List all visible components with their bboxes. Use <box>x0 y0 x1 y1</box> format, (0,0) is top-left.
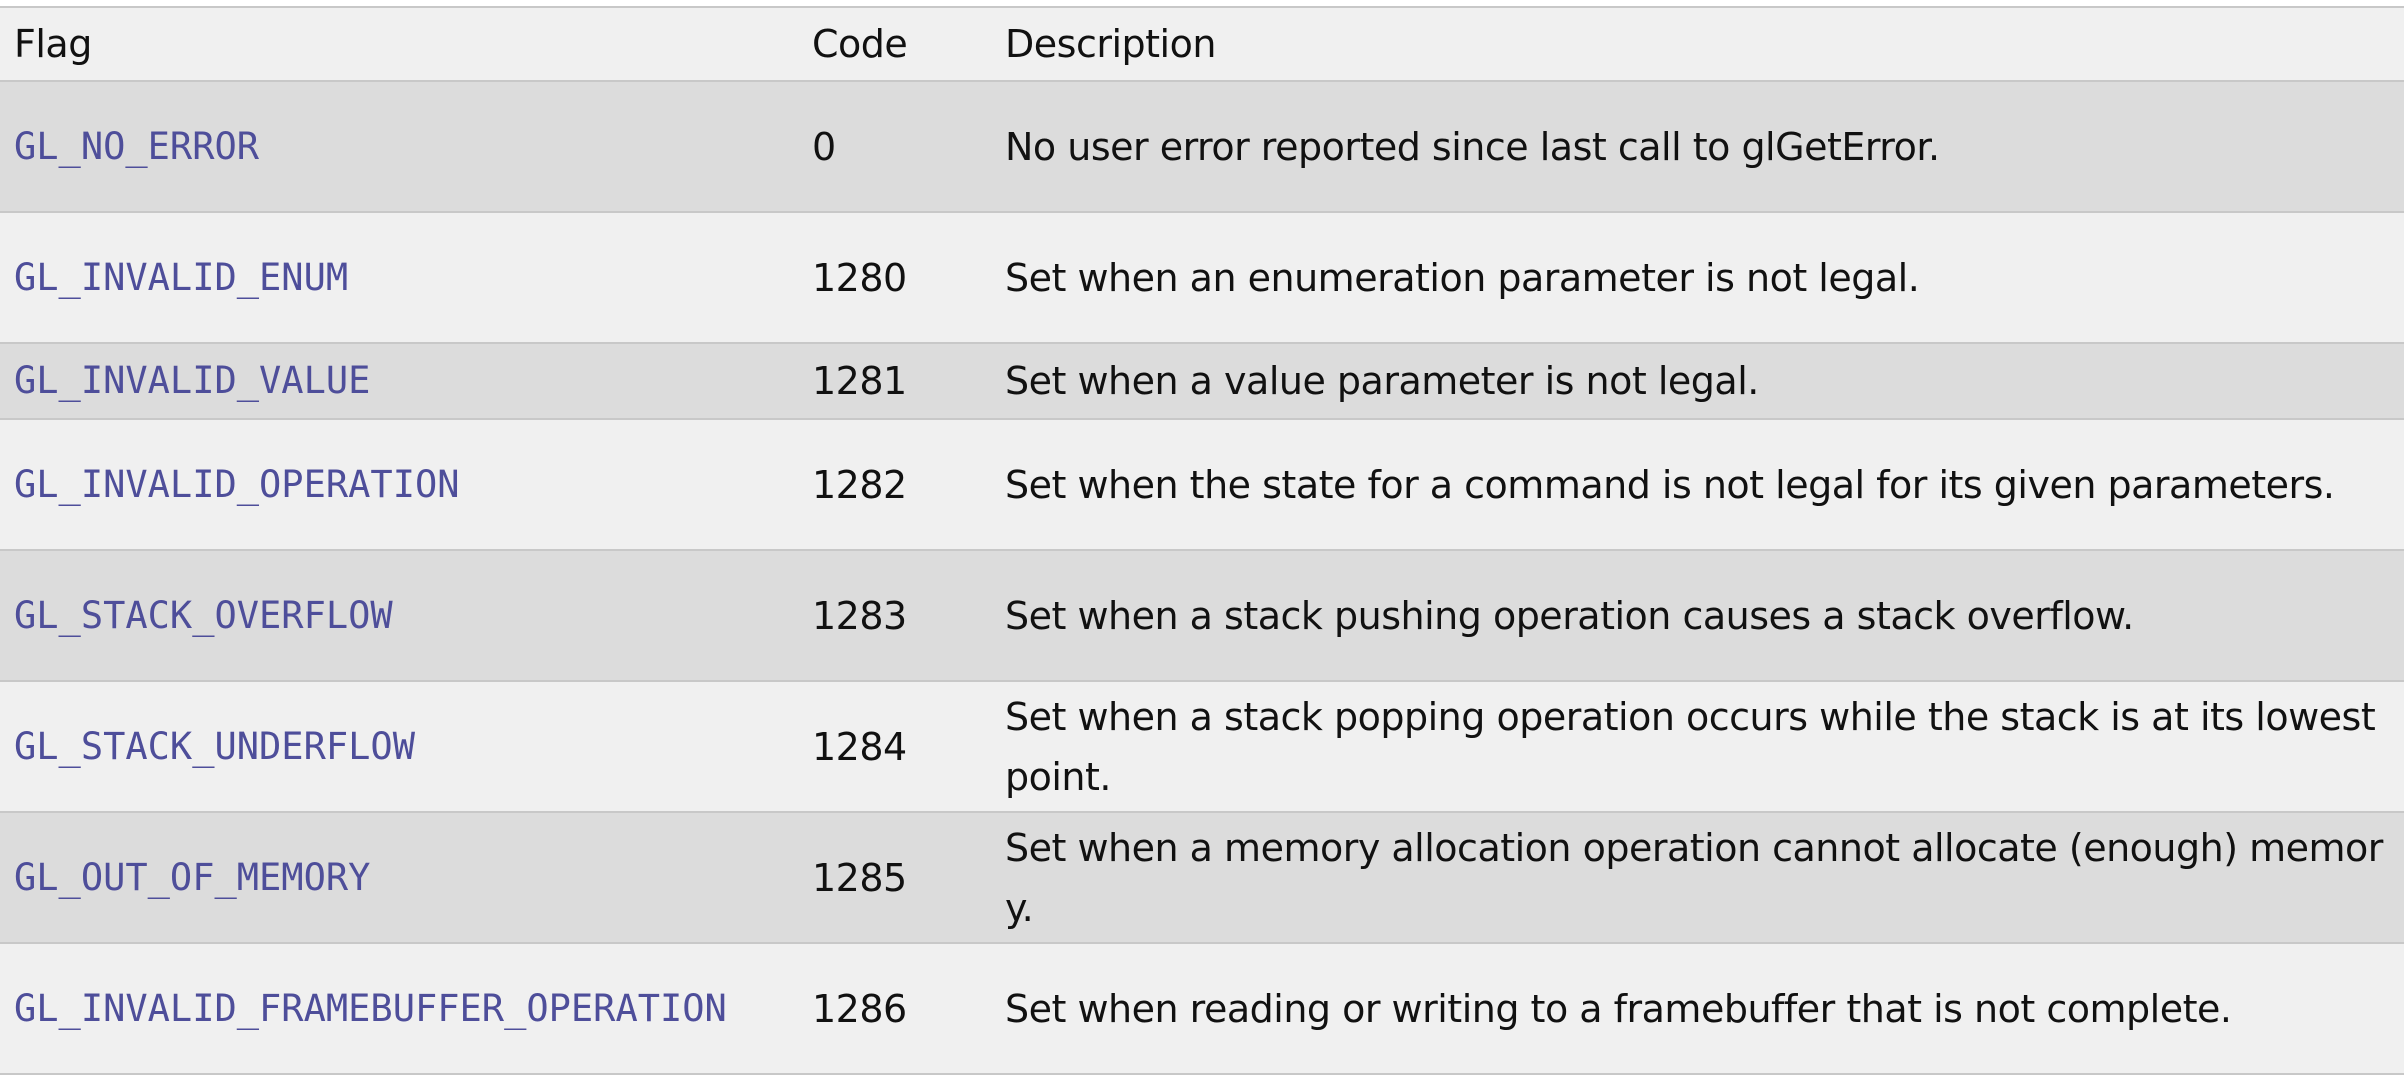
error-code: 1283 <box>812 593 907 638</box>
table-row: GL_STACK_OVERFLOW 1283 Set when a stack … <box>0 551 2404 682</box>
error-description: Set when a value parameter is not legal. <box>1005 359 1759 403</box>
table-row: GL_INVALID_ENUM 1280 Set when an enumera… <box>0 213 2404 344</box>
error-description: Set when a memory allocation operation c… <box>1005 825 2383 930</box>
table-header-row: Flag Code Description <box>0 8 2404 82</box>
table-row: GL_STACK_UNDERFLOW 1284 Set when a stack… <box>0 682 2404 813</box>
error-description: Set when the state for a command is not … <box>1005 462 2335 507</box>
column-header-flag: Flag <box>14 22 92 66</box>
error-code: 1282 <box>812 462 907 507</box>
column-header-description: Description <box>1005 22 1216 66</box>
error-description: Set when an enumeration parameter is not… <box>1005 255 1920 300</box>
error-description: Set when reading or writing to a framebu… <box>1005 986 2232 1031</box>
flag-name: GL_INVALID_ENUM <box>14 255 349 299</box>
error-code: 1281 <box>812 359 907 403</box>
table-row: GL_INVALID_FRAMEBUFFER_OPERATION 1286 Se… <box>0 944 2404 1075</box>
error-description: Set when a stack popping operation occur… <box>1005 694 2376 799</box>
error-code: 0 <box>812 124 836 169</box>
flag-name: GL_OUT_OF_MEMORY <box>14 855 371 899</box>
error-description: Set when a stack pushing operation cause… <box>1005 593 2134 638</box>
flag-name: GL_STACK_OVERFLOW <box>14 593 393 637</box>
flag-name: GL_STACK_UNDERFLOW <box>14 724 415 768</box>
table-row: GL_INVALID_VALUE 1281 Set when a value p… <box>0 344 2404 420</box>
error-flags-table: Flag Code Description GL_NO_ERROR 0 No u… <box>0 6 2404 1075</box>
flag-name: GL_INVALID_VALUE <box>14 359 371 402</box>
table-row: GL_OUT_OF_MEMORY 1285 Set when a memory … <box>0 813 2404 944</box>
table-row: GL_INVALID_OPERATION 1282 Set when the s… <box>0 420 2404 551</box>
error-code: 1284 <box>812 724 907 769</box>
flag-name: GL_NO_ERROR <box>14 124 260 168</box>
flag-name: GL_INVALID_FRAMEBUFFER_OPERATION <box>14 986 727 1030</box>
column-header-code: Code <box>812 22 908 66</box>
error-code: 1280 <box>812 255 907 300</box>
table-row: GL_NO_ERROR 0 No user error reported sin… <box>0 82 2404 213</box>
error-code: 1285 <box>812 855 907 900</box>
flag-name: GL_INVALID_OPERATION <box>14 462 460 506</box>
error-description: No user error reported since last call t… <box>1005 124 1940 169</box>
error-code: 1286 <box>812 986 907 1031</box>
